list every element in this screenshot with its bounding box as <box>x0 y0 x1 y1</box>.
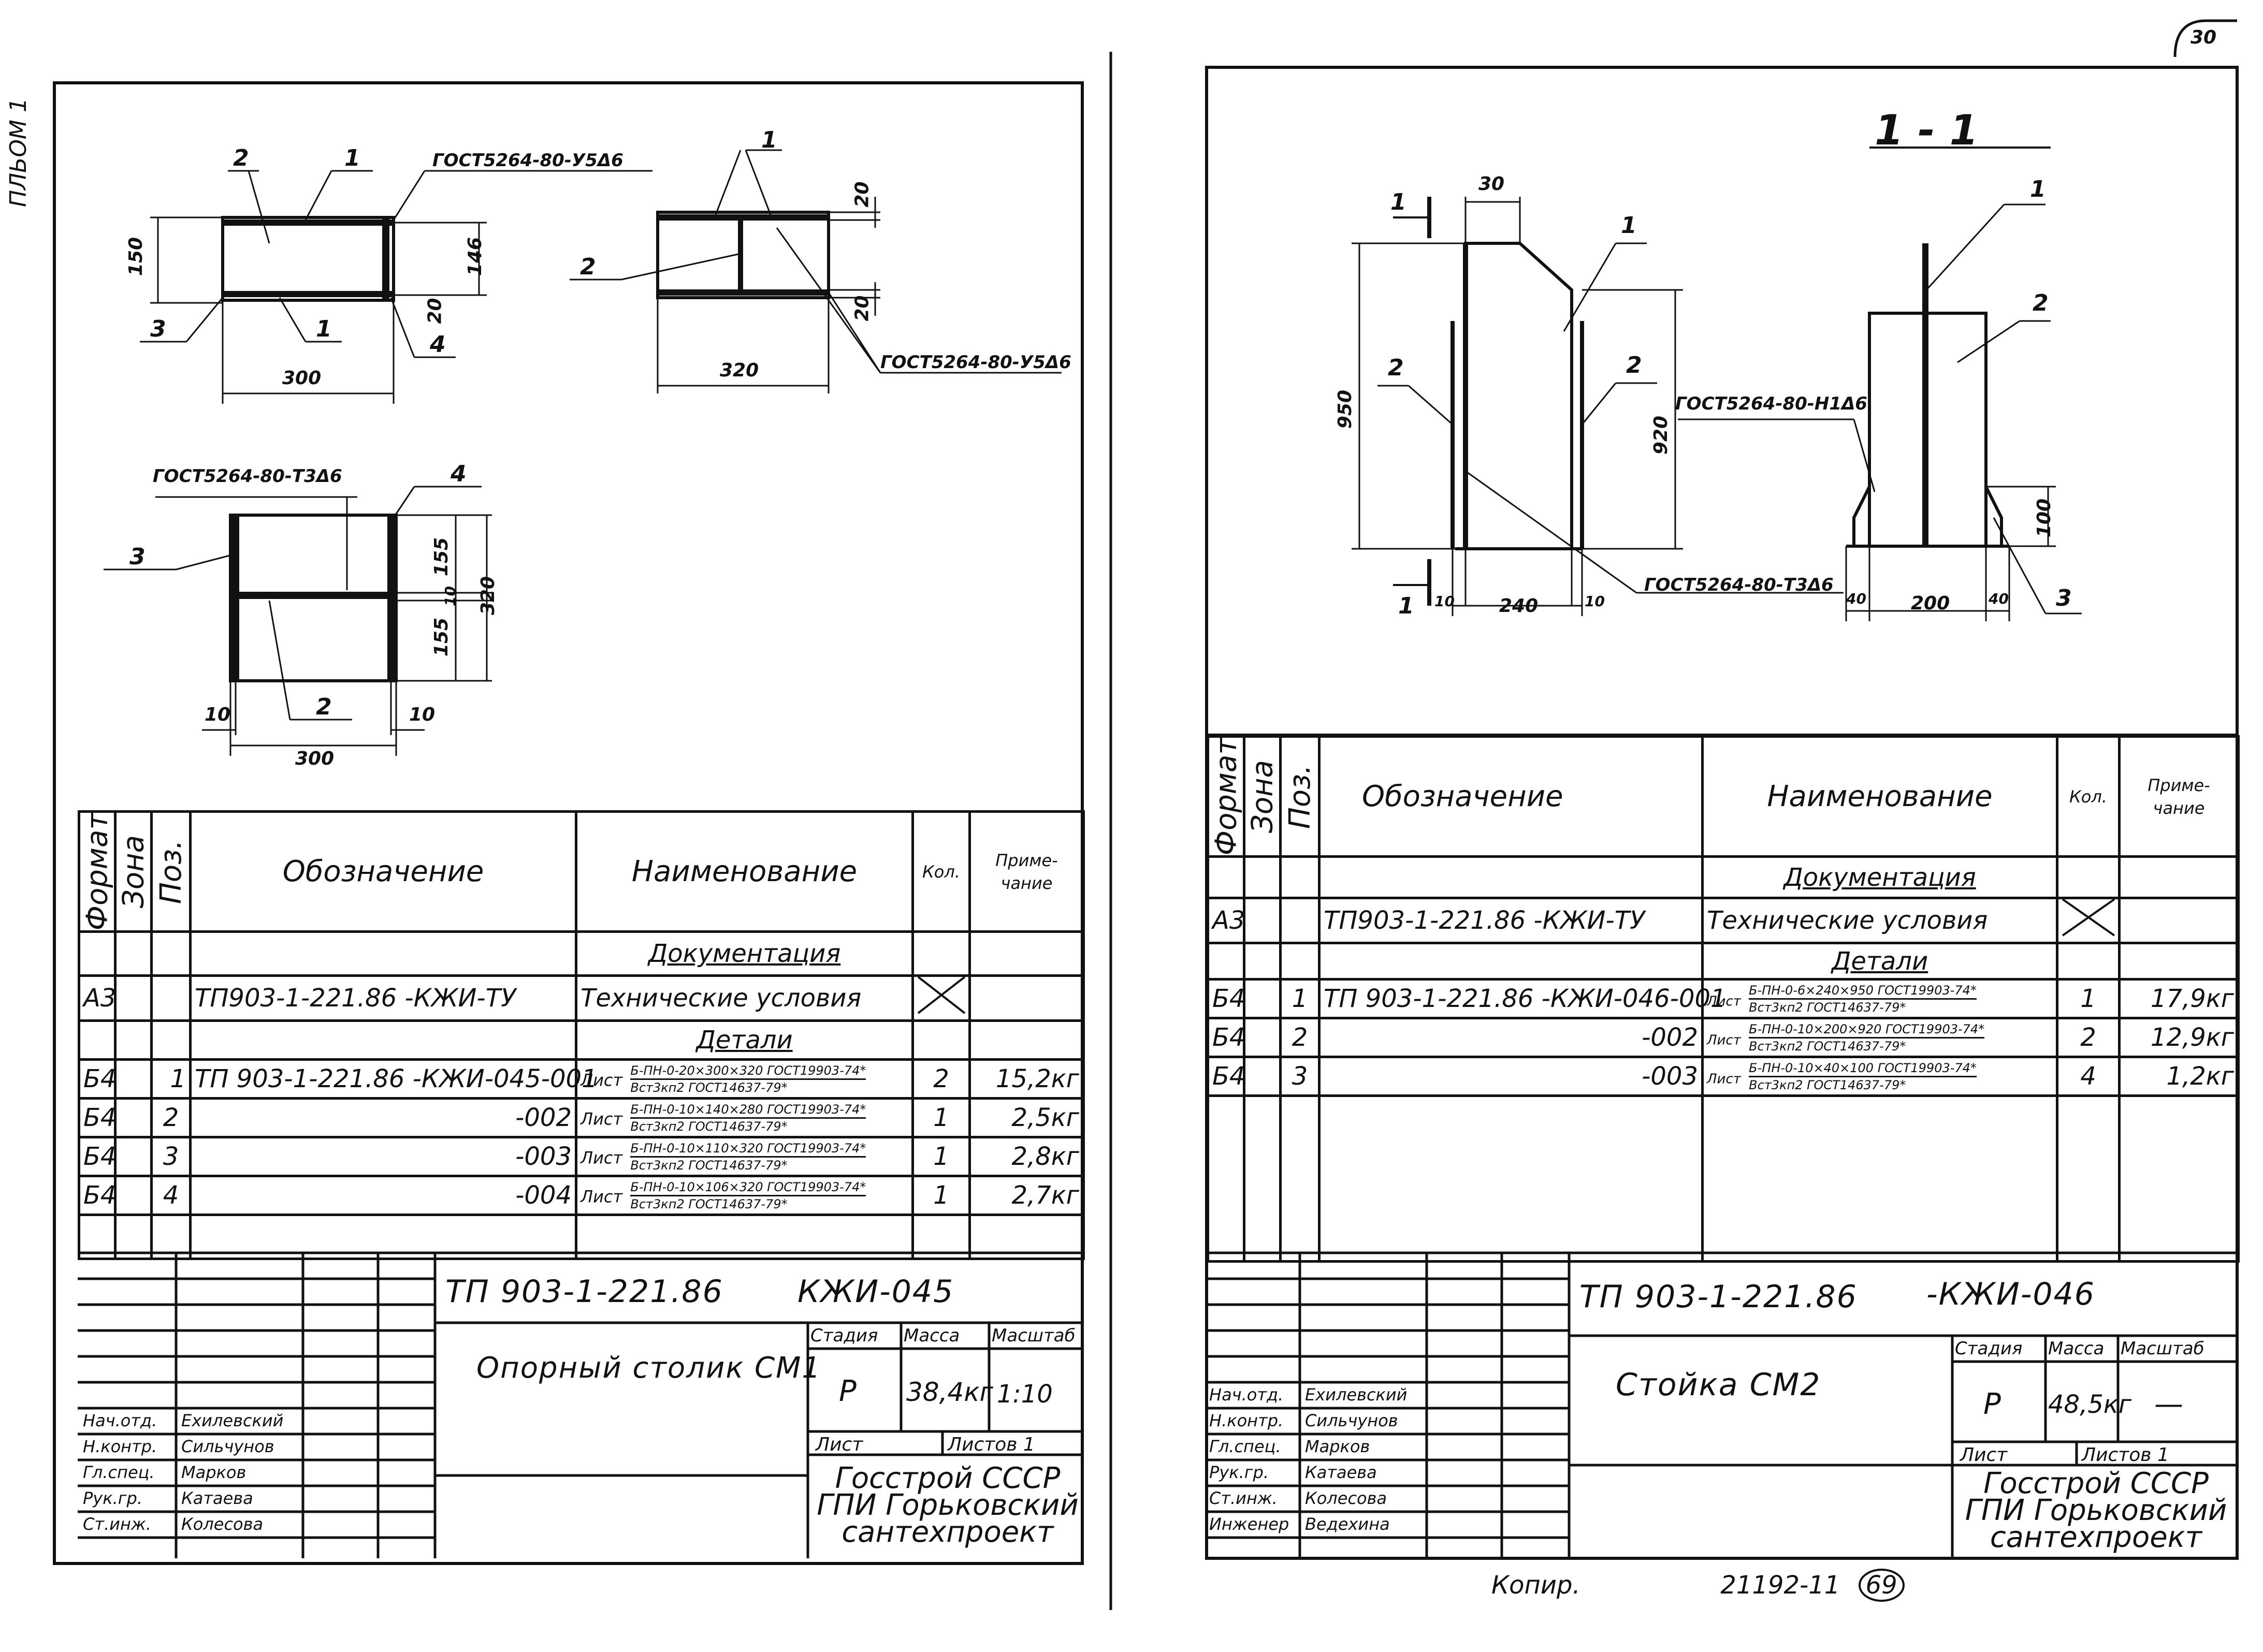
table-row: Б4 4 -004 Лист Б-ПН-0-10×106×320 ГОСТ199… <box>78 1175 1085 1217</box>
section-docs: Документация <box>648 939 841 969</box>
doc-qty-cross <box>2056 897 2121 945</box>
col-zone: Зона <box>115 811 152 932</box>
left-title-name: Опорный столик СМ1 <box>476 1351 822 1385</box>
left-spec-table: Формат Зона Поз. Обозначение Наименовани… <box>78 810 1085 1261</box>
table-row: Б4 1 ТП 903-1-221.86 -КЖИ-045-001 Лист Б… <box>78 1058 1085 1100</box>
margin-note: ПЛЬОМ 1 <box>5 98 32 207</box>
copy-page: 69 <box>1858 1569 1905 1602</box>
corner-number: 30 <box>2191 27 2217 48</box>
col-name: Наименование <box>575 810 914 933</box>
copy-line: Копир. 21192-11 69 <box>1491 1569 1905 1602</box>
table-row: Б4 3 -003 Лист Б-ПН-0-10×40×100 ГОСТ1990… <box>1207 1056 2240 1098</box>
copy-number: 21192-11 <box>1720 1571 1840 1600</box>
doc-name: Технические условия <box>575 974 914 1022</box>
table-row: Б4 2 -002 Лист Б-ПН-0-10×140×280 ГОСТ199… <box>78 1097 1085 1139</box>
section-docs-right: Документация <box>1783 862 1976 892</box>
table-row: Б4 3 -003 Лист Б-ПН-0-10×110×320 ГОСТ199… <box>78 1136 1085 1178</box>
section-parts: Детали <box>696 1026 793 1055</box>
section-parts-right: Детали <box>1831 946 1928 976</box>
doc-format: А3 <box>78 974 117 1022</box>
copy-prefix: Копир. <box>1491 1571 1580 1600</box>
table-row: Б4 2 -002 Лист Б-ПН-0-10×200×920 ГОСТ199… <box>1207 1017 2240 1059</box>
doc-qty-cross <box>911 974 971 1022</box>
col-format: Формат <box>79 811 115 932</box>
right-spec-table: Формат Зона Поз. Обозначение Наименовани… <box>1207 735 2240 1263</box>
col-designation: Обозначение <box>189 810 577 933</box>
right-title-name: Стойка СМ2 <box>1616 1367 1821 1403</box>
table-row: Б4 1 ТП 903-1-221.86 -КЖИ-046-001 Лист Б… <box>1207 978 2240 1020</box>
section-title: 1 - 1 <box>1875 106 1979 154</box>
col-qty: Кол. <box>911 810 971 933</box>
col-pos: Поз. <box>151 811 191 932</box>
col-note: Приме-чание <box>968 810 1085 933</box>
doc-designation: ТП903-1-221.86 -КЖИ-ТУ <box>189 974 577 1022</box>
